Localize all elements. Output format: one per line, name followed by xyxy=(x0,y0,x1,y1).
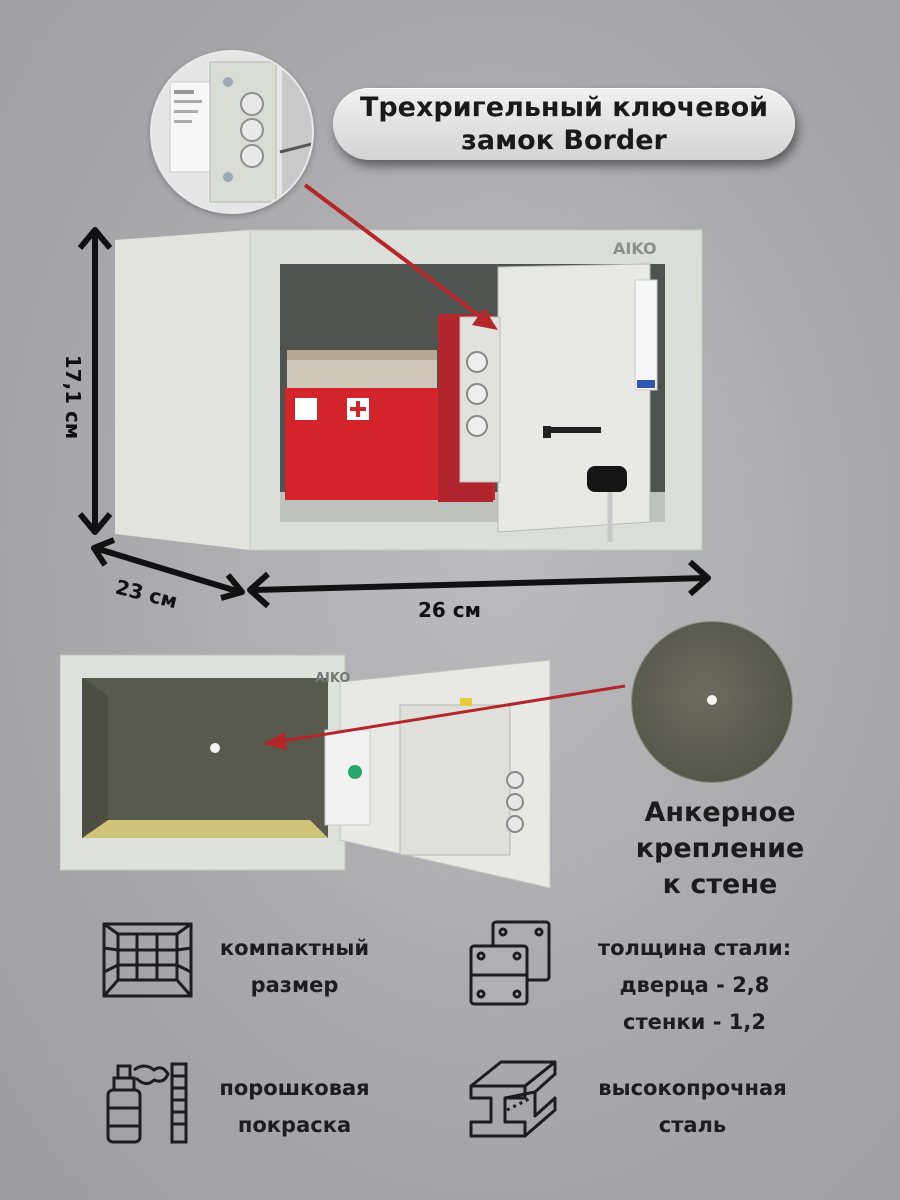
dimension-arrows xyxy=(77,227,711,609)
feature-steel-line2: дверца - 2,8 xyxy=(619,973,770,997)
feature-steel-line3: стенки - 1,2 xyxy=(623,1010,766,1034)
feature-paint-line1: порошковая xyxy=(219,1076,370,1100)
anchor-label-line3: к стене xyxy=(662,869,778,900)
brand-logo-top: AIKO xyxy=(613,239,657,258)
safe-open-photo: AIKO xyxy=(59,650,560,895)
anchor-hole-zoom xyxy=(632,622,792,782)
room-grid-icon xyxy=(102,922,193,998)
anchor-arrow xyxy=(263,684,626,750)
feature-compact-line1: компактный xyxy=(219,936,370,960)
height-dimension-label: 17,1 см xyxy=(61,354,85,440)
feature-compact-line2: размер xyxy=(250,973,339,997)
lock-zoom-photo xyxy=(150,50,314,214)
steel-beam-icon xyxy=(469,1060,557,1138)
lock-arrow xyxy=(303,183,498,330)
feature-steel-line1: толщина стали: xyxy=(597,936,792,960)
feature-paint-line2: покраска xyxy=(237,1113,352,1137)
feature-high-strength: высокопрочная сталь xyxy=(580,1070,805,1144)
lock-title-line2: замок Border xyxy=(461,125,667,156)
safe-front-photo: AIKO xyxy=(115,222,705,557)
feature-strength-line2: сталь xyxy=(658,1113,727,1137)
anchor-mount-label: Анкерное крепление к стене xyxy=(610,795,830,903)
anchor-label-line1: Анкерное xyxy=(644,797,796,828)
lock-title-line1: Трехригельный ключевой xyxy=(359,92,769,123)
feature-compact: компактный размер xyxy=(202,930,387,1004)
feature-powder-coat: порошковая покраска xyxy=(202,1070,387,1144)
lock-title-pill: Трехригельный ключевой замок Border xyxy=(333,88,795,160)
anchor-hole xyxy=(707,695,717,705)
brand-logo-bottom: AIKO xyxy=(315,671,350,686)
width-dimension-label: 26 см xyxy=(418,598,481,622)
anchor-label-line2: крепление xyxy=(635,833,805,864)
feature-steel-thickness: толщина стали: дверца - 2,8 стенки - 1,2 xyxy=(582,930,807,1041)
feature-strength-line1: высокопрочная xyxy=(598,1076,787,1100)
steel-plates-icon xyxy=(469,920,551,1006)
spray-can-icon xyxy=(106,1062,188,1144)
